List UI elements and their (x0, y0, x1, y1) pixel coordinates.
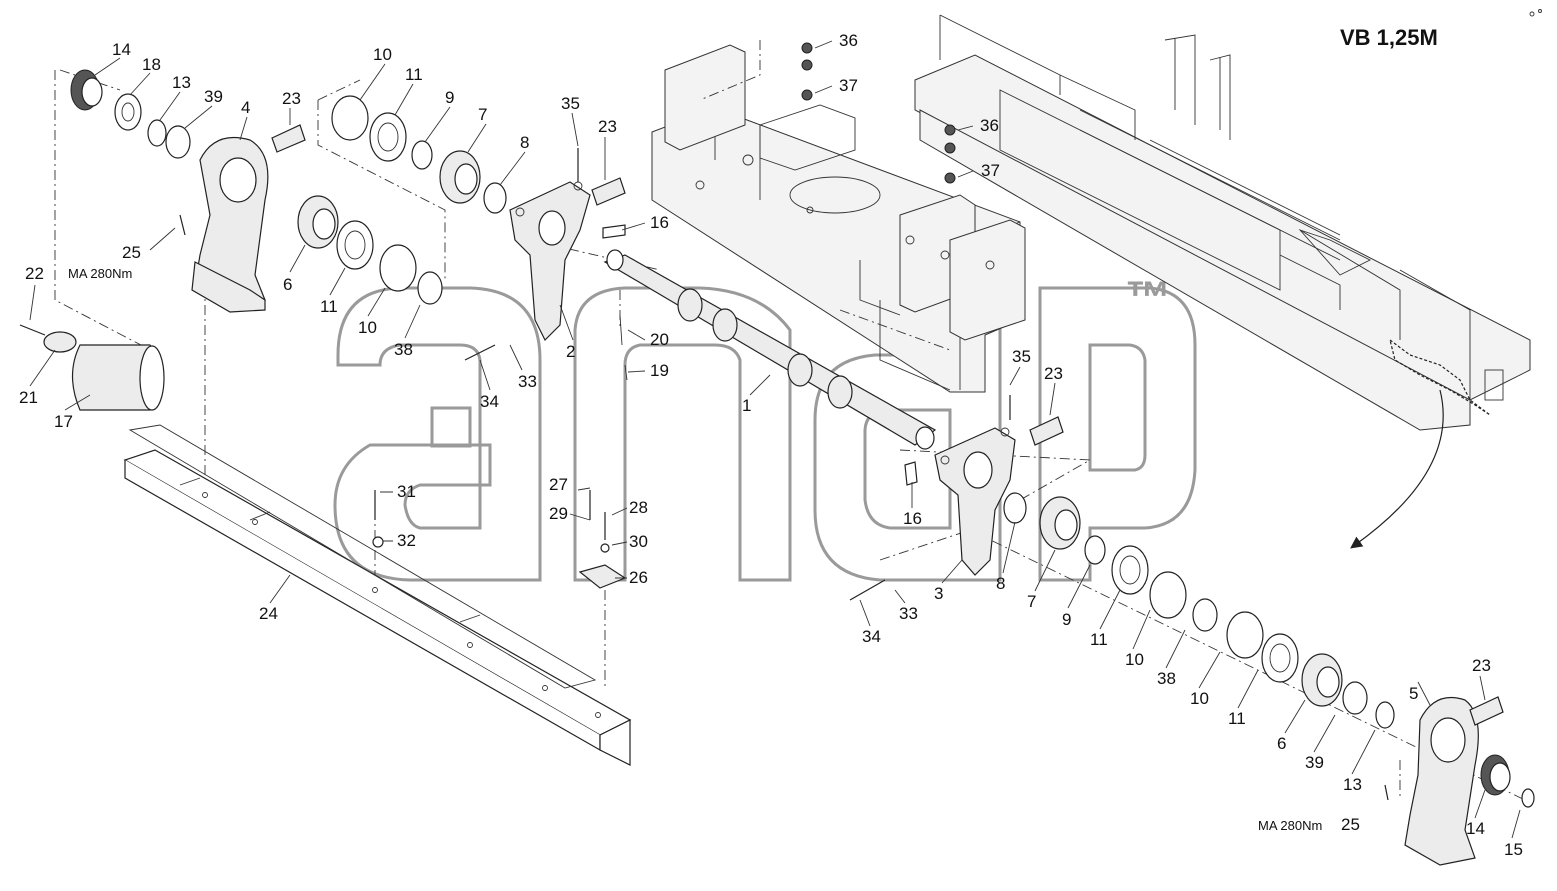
callout-34: 34 (480, 392, 499, 411)
callout-33: 33 (518, 372, 537, 391)
callout-36: 36 (839, 31, 858, 50)
callout-13: 13 (1343, 775, 1362, 794)
callout-23: 23 (1472, 656, 1491, 675)
callout-35: 35 (1012, 347, 1031, 366)
watermark-logo: ™ (333, 271, 1197, 582)
callout-39: 39 (1305, 753, 1324, 772)
callout-7: 7 (1027, 592, 1036, 611)
callout-1: 1 (742, 396, 751, 415)
corner-mark (1529, 9, 1542, 17)
callout-23: 23 (598, 117, 617, 136)
callout-15: 15 (1504, 840, 1523, 859)
callout-4: 4 (241, 98, 250, 117)
callout-7: 7 (478, 105, 487, 124)
callout-6: 6 (1277, 734, 1286, 753)
callout-2: 2 (566, 342, 575, 361)
callout-10: 10 (373, 45, 392, 64)
main-shaft (603, 249, 937, 450)
callout-35: 35 (561, 94, 580, 113)
callout-28: 28 (629, 498, 648, 517)
fasteners-and-sensors (19, 42, 1504, 801)
callout-37: 37 (839, 76, 858, 95)
diagram-title: VB 1,25M (1340, 25, 1438, 50)
callout-26: 26 (629, 568, 648, 587)
callout-37: 37 (981, 161, 1000, 180)
callout-25: 25 (1341, 815, 1360, 834)
callout-11: 11 (1228, 709, 1246, 728)
callout-10: 10 (358, 318, 377, 337)
callout-30: 30 (629, 532, 648, 551)
callout-17: 17 (54, 412, 73, 431)
leader-lines (29, 40, 1521, 839)
callout-34: 34 (862, 627, 881, 646)
bearing-arm-5 (1404, 696, 1479, 866)
callout-11: 11 (405, 65, 423, 84)
callout-38: 38 (394, 340, 413, 359)
callout-39: 39 (204, 87, 223, 106)
callout-11: 11 (320, 297, 338, 316)
callout-38: 38 (1157, 669, 1176, 688)
callout-6: 6 (283, 275, 292, 294)
callout-8: 8 (996, 574, 1005, 593)
callout-9: 9 (1062, 610, 1071, 629)
callout-16: 16 (903, 509, 922, 528)
torque-label-left: MA 280Nm (68, 266, 132, 281)
callout-8: 8 (520, 133, 529, 152)
callout-23: 23 (1044, 364, 1063, 383)
callout-10: 10 (1190, 689, 1209, 708)
callout-24: 24 (259, 604, 278, 623)
callout-20: 20 (650, 330, 669, 349)
callout-25: 25 (122, 243, 141, 262)
callout-3: 3 (934, 584, 943, 603)
callout-16: 16 (650, 213, 669, 232)
callout-36: 36 (980, 116, 999, 135)
callout-14: 14 (112, 40, 131, 59)
callout-13: 13 (172, 73, 191, 92)
part-callouts: 14 18 13 39 4 23 10 11 9 7 8 35 23 36 37… (19, 31, 1523, 859)
callout-5: 5 (1409, 684, 1418, 703)
bearing-arm-2 (509, 181, 591, 342)
callout-19: 19 (650, 361, 669, 380)
callout-33: 33 (899, 604, 918, 623)
callout-11: 11 (1090, 630, 1108, 649)
torque-label-right: MA 280Nm (1258, 818, 1322, 833)
callout-22: 22 (25, 264, 44, 283)
callout-9: 9 (445, 88, 454, 107)
bearings-and-rings (43, 69, 1535, 808)
callout-23: 23 (282, 89, 301, 108)
callout-10: 10 (1125, 650, 1144, 669)
callout-14: 14 (1466, 819, 1485, 838)
callout-31: 31 (397, 482, 416, 501)
bearing-arm-3 (934, 427, 1016, 576)
callout-27: 27 (549, 475, 568, 494)
callout-32: 32 (397, 531, 416, 550)
base-rail (123, 424, 632, 766)
bearing-arm-4 (191, 136, 269, 313)
callout-21: 21 (19, 388, 38, 407)
callout-18: 18 (142, 55, 161, 74)
callout-29: 29 (549, 504, 568, 523)
machine-overview (914, 14, 1531, 549)
